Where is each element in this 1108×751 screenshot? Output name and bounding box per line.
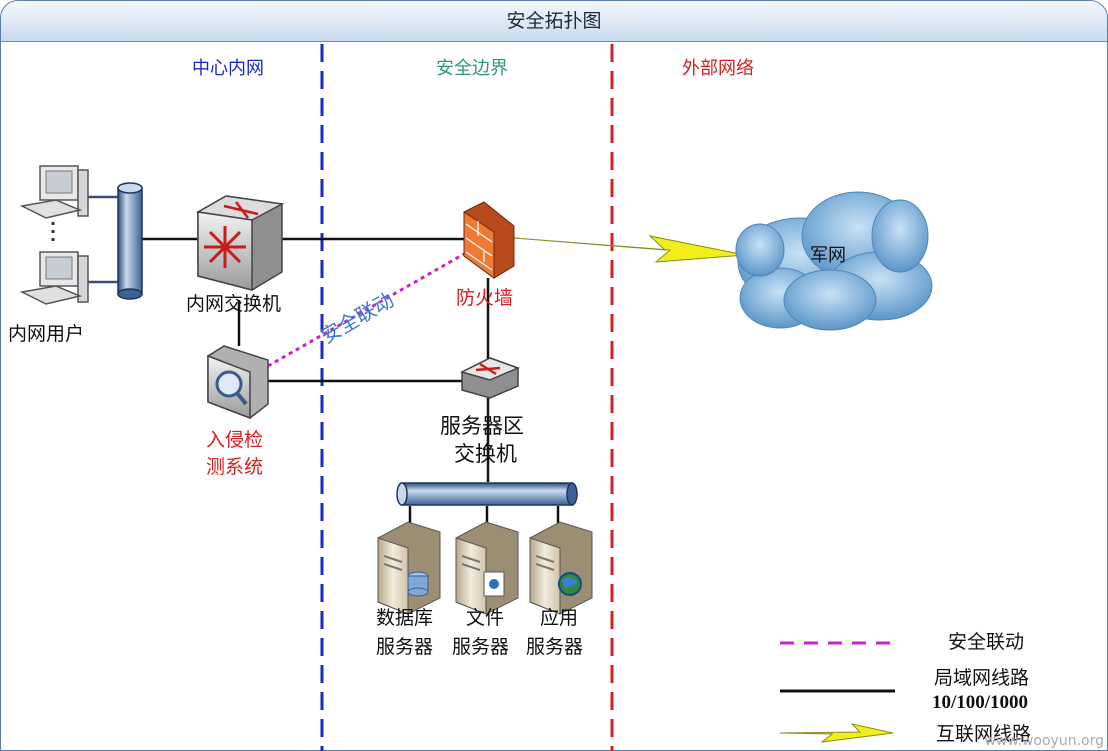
watermark: www.wooyun.org — [984, 733, 1104, 749]
legend-security-label: 安全联动 — [948, 631, 1025, 653]
app-server-label-line1: 应用 — [540, 607, 579, 629]
ids-label-line1: 入侵检 — [206, 429, 264, 451]
file-server-label-line1: 文件 — [466, 607, 505, 629]
db-server-label-line2: 服务器 — [376, 636, 434, 658]
file-server-icon — [455, 521, 519, 615]
core-switch-icon — [195, 195, 285, 291]
core-switch-label: 内网交换机 — [186, 293, 282, 315]
ids-label-line2: 测系统 — [206, 456, 264, 478]
server-switch-label-line1: 服务器区 — [440, 414, 524, 438]
workstation-icon — [19, 165, 89, 219]
server-backbone — [396, 482, 578, 506]
internet-link — [513, 235, 746, 263]
legend-internet-label: 互联网线路 — [936, 723, 1032, 745]
intranet-users-label: 内网用户 — [8, 323, 85, 345]
app-server-icon — [529, 521, 593, 615]
db-server-label-line1: 数据库 — [376, 607, 434, 629]
user-backbone — [117, 182, 143, 300]
zone-label-external: 外部网络 — [682, 58, 754, 79]
cloud-label: 军网 — [810, 245, 846, 266]
user-links — [88, 195, 118, 284]
firewall-icon — [463, 201, 515, 279]
legend-internet-icon — [779, 723, 894, 743]
diagram-title: 安全拓扑图 — [1, 1, 1107, 42]
ids-icon — [207, 345, 269, 420]
server-switch-label-line2: 交换机 — [454, 442, 517, 466]
database-server-icon — [377, 521, 441, 615]
file-server-label-line2: 服务器 — [452, 636, 510, 658]
zone-label-boundary: 安全边界 — [436, 58, 508, 79]
server-switch-icon — [459, 357, 521, 399]
legend-lan-label-line1: 局域网线路 — [934, 667, 1030, 689]
security-link-label: 安全联动 — [317, 288, 398, 349]
legend-lan-label-line2: 10/100/1000 — [932, 692, 1029, 713]
cloud-icon — [735, 191, 933, 331]
zone-label-center: 中心内网 — [192, 58, 264, 79]
lan-links — [142, 237, 560, 524]
firewall-label: 防火墙 — [456, 287, 514, 309]
security-link-line — [267, 252, 465, 368]
app-server-label-line2: 服务器 — [526, 636, 584, 658]
workstation-icon — [19, 251, 89, 305]
